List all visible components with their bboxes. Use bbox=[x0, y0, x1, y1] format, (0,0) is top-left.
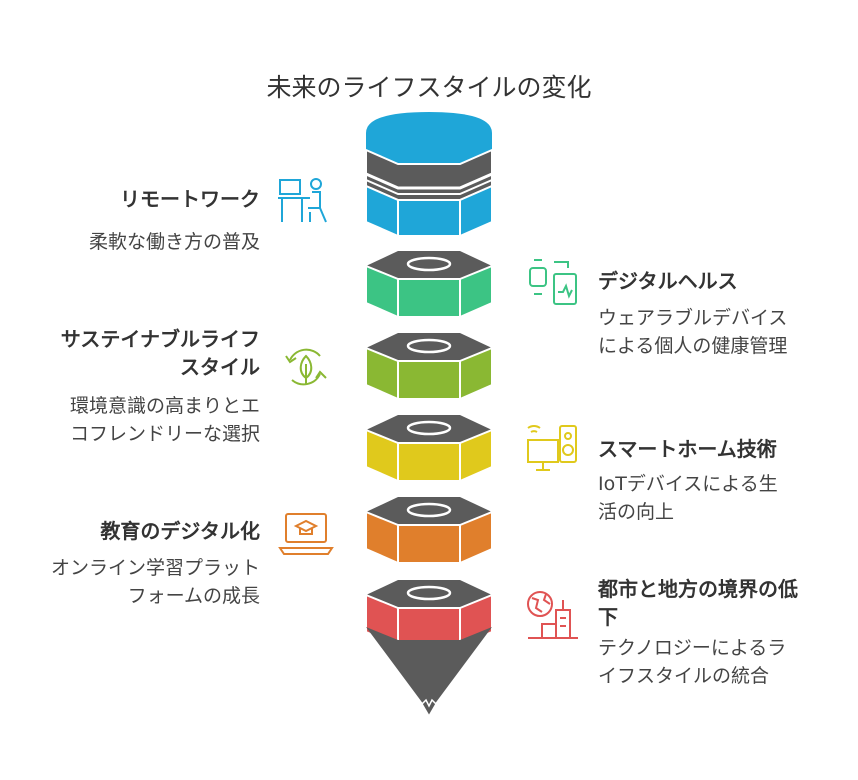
item-desc-education-1: オンライン学習プラット bbox=[50, 557, 260, 579]
desk-worker-icon bbox=[278, 178, 327, 223]
smartwatch-phone-icon bbox=[529, 259, 577, 305]
pencil-tip bbox=[366, 627, 492, 718]
page-title: 未来のライフスタイルの変化 bbox=[266, 73, 592, 102]
globe-city-icon bbox=[527, 591, 578, 639]
item-title-urban-rural-1: 都市と地方の境界の低 bbox=[598, 577, 798, 601]
item-title-smart-home: スマートホーム技術 bbox=[598, 437, 777, 461]
item-desc-smart-home-2: 活の向上 bbox=[598, 501, 675, 523]
item-title-digital-health: デジタルヘルス bbox=[598, 269, 738, 293]
item-title-sustainable-2: スタイル bbox=[180, 355, 260, 379]
nut-hole bbox=[406, 585, 452, 601]
item-desc-urban-rural-1: テクノロジーによるラ bbox=[598, 637, 787, 659]
item-desc-smart-home-1: IoTデバイスによる生 bbox=[598, 473, 778, 495]
item-desc-urban-rural-2: イフスタイルの統合 bbox=[598, 665, 770, 687]
item-desc-sustainable-2: コフレンドリーな選択 bbox=[69, 423, 260, 445]
item-title-urban-rural-2: 下 bbox=[598, 605, 618, 629]
nut-hole bbox=[406, 502, 452, 518]
nut-hole bbox=[406, 338, 452, 354]
item-desc-sustainable-1: 環境意識の高まりとエ bbox=[69, 395, 260, 417]
item-title-education: 教育のデジタル化 bbox=[100, 519, 260, 543]
item-desc-remote-work: 柔軟な働き方の普及 bbox=[88, 231, 260, 253]
laptop-graduation-icon bbox=[278, 513, 334, 555]
item-title-sustainable-1: サステイナブルライフ bbox=[60, 327, 260, 351]
nut-hole bbox=[406, 420, 452, 436]
nut-lime bbox=[365, 333, 493, 401]
nut-red bbox=[365, 580, 493, 648]
smart-home-devices-icon bbox=[527, 425, 577, 471]
top-cap-blue bbox=[365, 112, 493, 238]
item-desc-digital-health-2: による個人の健康管理 bbox=[598, 335, 788, 357]
recycle-leaf-icon bbox=[285, 348, 327, 386]
item-desc-digital-health-1: ウェアラブルデバイス bbox=[598, 307, 788, 329]
nut-orange bbox=[365, 497, 493, 565]
nut-yellow bbox=[365, 415, 493, 483]
nut-hole bbox=[406, 256, 452, 272]
item-title-remote-work: リモートワーク bbox=[120, 187, 260, 211]
nut-green bbox=[365, 251, 493, 319]
item-desc-education-2: フォームの成長 bbox=[127, 585, 260, 607]
